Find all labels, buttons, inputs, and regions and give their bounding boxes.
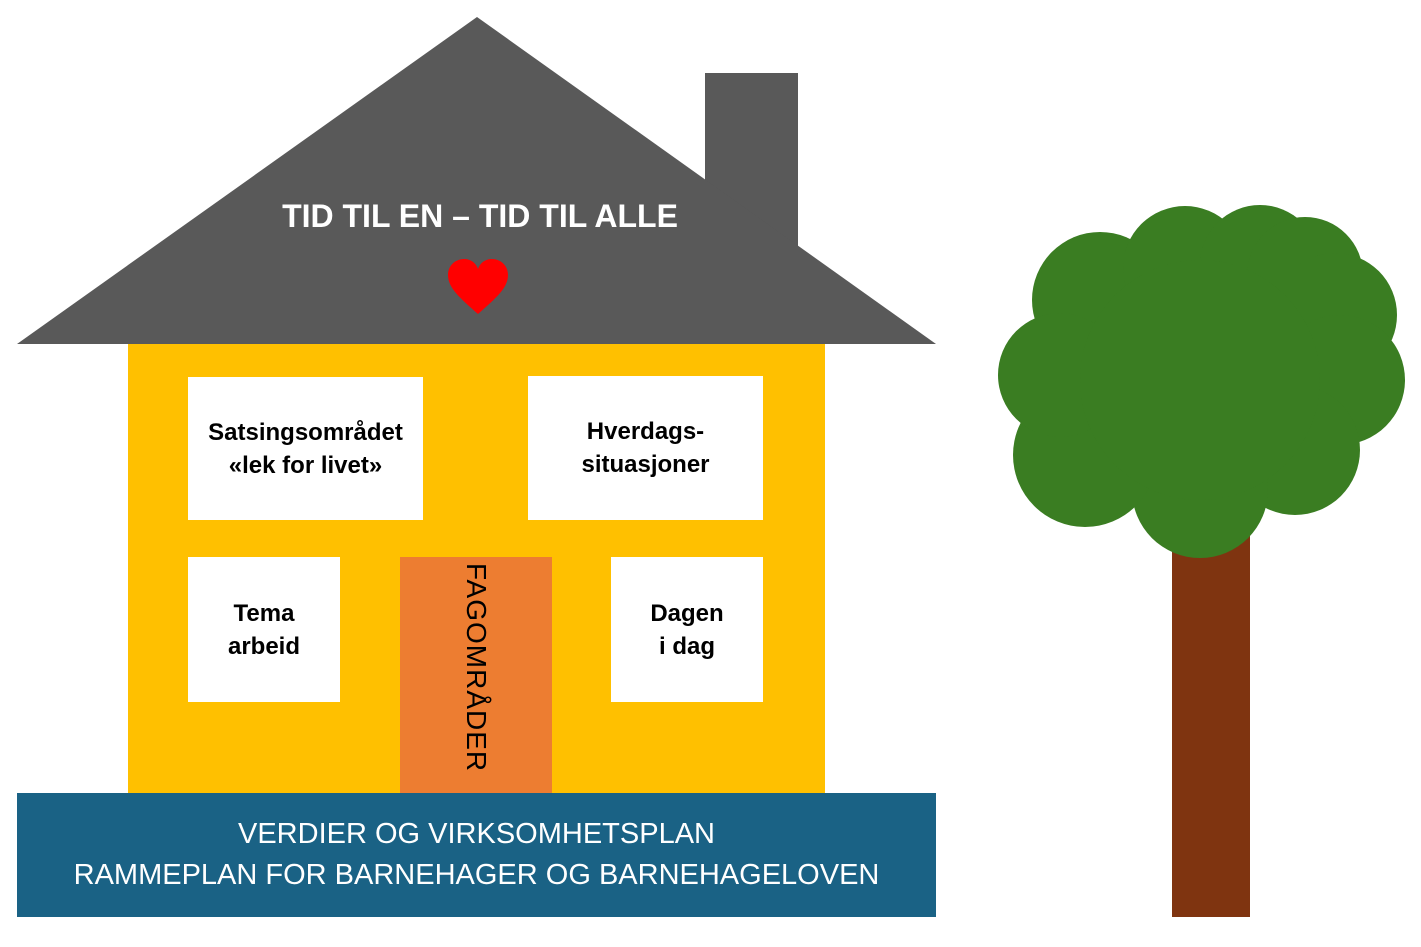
foundation-line-1: VERDIER OG VIRKSOMHETSPLAN	[238, 818, 715, 850]
door	[400, 557, 552, 793]
foundation-line-2: RAMMEPLAN FOR BARNEHAGER OG BARNEHAGELOV…	[73, 859, 880, 891]
window-label: Satsingsområdet «lek for livet»	[208, 418, 403, 479]
roof-title: TID TIL EN – TID TIL ALLE	[282, 198, 678, 234]
roof	[17, 17, 936, 344]
window-label: Hverdags- situasjoner	[581, 418, 710, 478]
window-dagen-i-dag: Dagen i dag	[611, 557, 763, 702]
door-label: FAGOMRÅDER	[461, 563, 492, 773]
window-tema-arbeid: Tema arbeid	[188, 557, 340, 702]
tree-crown	[998, 205, 1405, 558]
window-hverdagssituasjoner: Hverdags- situasjoner	[528, 376, 763, 520]
tree-trunk	[1172, 520, 1250, 917]
foundation: VERDIER OG VIRKSOMHETSPLAN RAMMEPLAN FOR…	[17, 793, 936, 917]
window-satsingsomradet: Satsingsområdet «lek for livet»	[188, 377, 423, 520]
heart-icon	[448, 259, 508, 314]
window-label: Tema arbeid	[227, 599, 301, 660]
window-label: Dagen i dag	[650, 599, 724, 660]
